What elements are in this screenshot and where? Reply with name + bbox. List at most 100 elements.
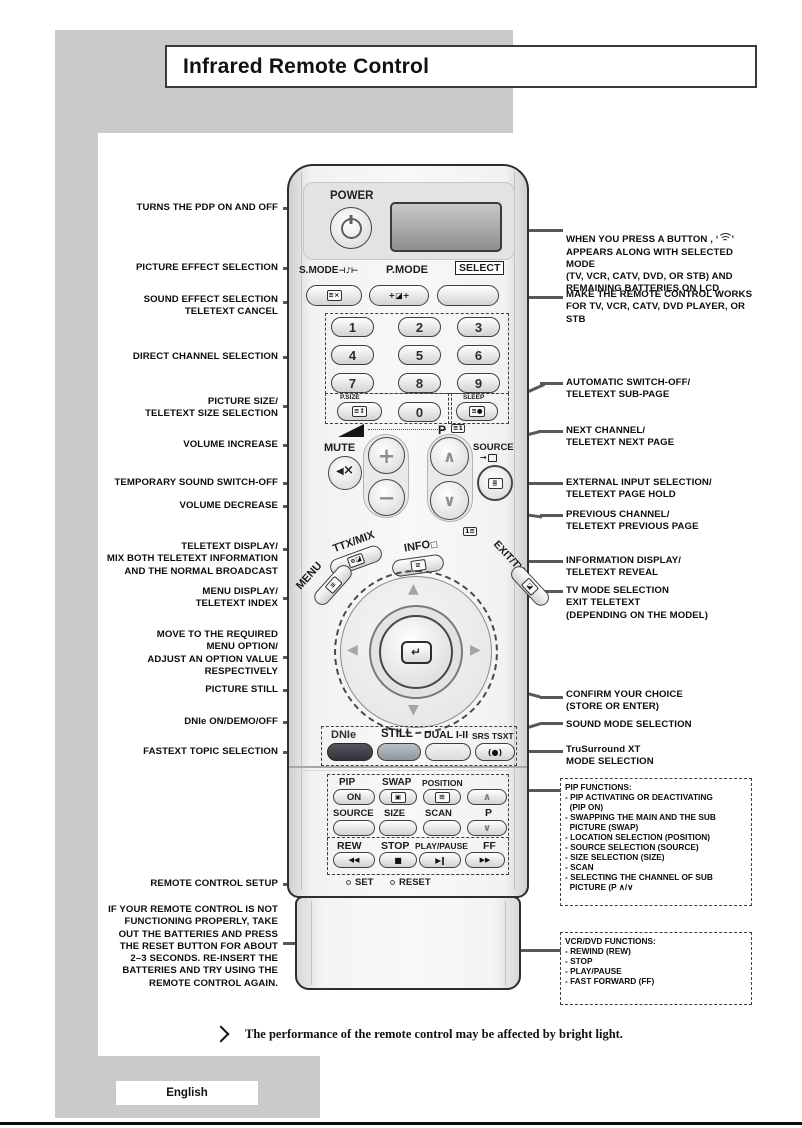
dnie-button xyxy=(327,743,373,761)
cover-seam xyxy=(289,766,527,768)
callout-lcd: WHEN YOU PRESS A BUTTON , ‘’ APPEARS ALO… xyxy=(566,222,762,308)
smode-label-text: S.MODE xyxy=(299,265,339,276)
callout-picture-size: PICTURE SIZE/ TELETEXT SIZE SELECTION xyxy=(145,396,278,420)
pip-p-label: P xyxy=(485,807,493,819)
page-note: The performance of the remote control ma… xyxy=(245,1027,623,1041)
srs-button: (●) xyxy=(475,743,515,761)
leader-line xyxy=(506,750,563,753)
callout-select: MAKE THE REMOTE CONTROL WORKS FOR TV, VC… xyxy=(566,289,753,325)
dpad-right-button: ▶ xyxy=(470,642,481,658)
swap-label: SWAP xyxy=(382,777,412,788)
dotted-divider xyxy=(368,429,446,430)
callout-confirm: CONFIRM YOUR CHOICE (STORE OR ENTER) xyxy=(566,689,683,713)
digit-3-button: 3 xyxy=(457,317,500,337)
source-arrow-icon: → xyxy=(480,453,497,462)
callout-sound-mode: SOUND MODE SELECTION xyxy=(566,719,692,730)
chevron-up-icon: ∧ xyxy=(482,791,492,803)
stop-button: ■ xyxy=(379,852,417,868)
leader-line xyxy=(540,382,563,385)
remote-body-seam xyxy=(301,172,302,890)
page-title-text: Infrared Remote Control xyxy=(183,54,430,78)
dpad-dashed-ring xyxy=(334,570,498,734)
volume-wedge-icon xyxy=(338,424,364,437)
digit-9-button: 9 xyxy=(457,373,500,393)
stop-icon: ■ xyxy=(394,855,402,865)
callout-sleep: AUTOMATIC SWITCH-OFF/ TELETEXT SUB-PAGE xyxy=(566,377,691,401)
psize-button: ≡↕ xyxy=(337,402,382,421)
sleep-outline xyxy=(448,393,509,424)
music-notes-icon: ⊣♪⊢ xyxy=(338,266,359,275)
enter-button: ↵ xyxy=(379,615,453,689)
stop-label: STOP xyxy=(381,840,410,852)
pip-source-label: SOURCE xyxy=(333,808,374,819)
callout-external-input: EXTERNAL INPUT SELECTION/ TELETEXT PAGE … xyxy=(566,477,712,501)
pip-source-button xyxy=(333,820,375,836)
play-pause-icon: ▶‖ xyxy=(435,855,445,865)
picture-effect-button: +◪+ xyxy=(369,285,429,306)
position-label: POSITION xyxy=(422,778,463,788)
callout-power: TURNS THE PDP ON AND OFF xyxy=(136,202,278,213)
leader-line xyxy=(540,696,563,699)
volume-down-button: − xyxy=(368,479,405,516)
callout-next-channel: NEXT CHANNEL/ TELETEXT NEXT PAGE xyxy=(566,425,675,449)
pip-functions-box: PIP FUNCTIONS: - PIP ACTIVATING OR DEACT… xyxy=(560,778,752,906)
ff-button: ▶▶ xyxy=(465,852,505,868)
teletext-cancel-icon: ≡× xyxy=(326,290,342,301)
play-pause-label: PLAY/PAUSE xyxy=(415,841,468,851)
callout-previous-channel: PREVIOUS CHANNEL/ TELETEXT PREVIOUS PAGE xyxy=(566,509,699,533)
position-button: ⊞ xyxy=(423,789,461,805)
reset-indicator xyxy=(390,880,395,885)
battery-door-seam xyxy=(311,901,312,985)
callout-menu-display: MENU DISPLAY/ TELETEXT INDEX xyxy=(195,586,278,610)
sleep-icon: ≡● xyxy=(469,406,485,417)
size-label: SIZE xyxy=(384,808,406,819)
dual-button xyxy=(425,743,471,761)
sound-effect-button: ≡× xyxy=(306,285,362,306)
leader-line xyxy=(489,949,561,952)
previous-page-icon: 1≡ xyxy=(463,527,477,536)
remote-body-seam xyxy=(514,172,515,890)
callout-volume-down: VOLUME DECREASE xyxy=(179,500,278,511)
channel-up-button: ∧ xyxy=(430,437,469,476)
pip-functions-body: - PIP ACTIVATING OR DEACTIVATING (PIP ON… xyxy=(565,792,716,892)
leader-line xyxy=(503,296,563,299)
callout-info: INFORMATION DISPLAY/ TELETEXT REVEAL xyxy=(566,555,681,579)
channel-p-label: P xyxy=(438,423,447,437)
size-button xyxy=(379,820,417,836)
footer-language-box: English xyxy=(116,1081,258,1105)
callout-lcd-line1: WHEN YOU PRESS A BUTTON , ‘ xyxy=(566,234,719,246)
pip-channel-up-button: ∧ xyxy=(467,789,507,805)
callout-direct-channel: DIRECT CHANNEL SELECTION xyxy=(132,351,278,362)
battery-door-seam xyxy=(505,901,506,985)
minus-icon: − xyxy=(377,485,396,510)
select-button xyxy=(437,285,499,306)
picture-size-icon: ≡↕ xyxy=(352,406,367,417)
pip-label: PIP xyxy=(339,777,356,788)
power-label: POWER xyxy=(330,190,374,202)
digit-5-button: 5 xyxy=(398,345,441,365)
page-bottom-rule xyxy=(0,1122,802,1125)
digit-0-button: 0 xyxy=(398,402,441,422)
play-pause-button: ▶‖ xyxy=(419,852,461,868)
position-icon: ⊞ xyxy=(434,791,450,803)
leader-line xyxy=(540,514,563,517)
channel-down-button: ∨ xyxy=(430,481,469,520)
srs-icon: (●) xyxy=(487,747,503,757)
pip-channel-down-button: ∨ xyxy=(467,820,507,836)
select-label: SELECT xyxy=(455,261,505,275)
power-icon xyxy=(340,217,362,239)
chevron-down-icon: ∨ xyxy=(482,822,492,834)
source-button: ≣ xyxy=(477,465,513,501)
dpad-up-button: ▲ xyxy=(408,581,419,597)
still-button xyxy=(377,743,421,761)
callout-sound-effect: SOUND EFFECT SELECTION TELETEXT CANCEL xyxy=(143,294,278,318)
digit-1-button: 1 xyxy=(331,317,374,337)
callout-teletext-display: TELETEXT DISPLAY/ MIX BOTH TELETEXT INFO… xyxy=(106,541,278,577)
scan-label: SCAN xyxy=(425,808,452,819)
source-label: SOURCE xyxy=(473,442,514,453)
digit-4-button: 4 xyxy=(331,345,374,365)
rewind-icon: ◀◀ xyxy=(348,856,360,864)
dnie-label: DNIe xyxy=(331,729,357,741)
mute-icon xyxy=(336,463,354,480)
